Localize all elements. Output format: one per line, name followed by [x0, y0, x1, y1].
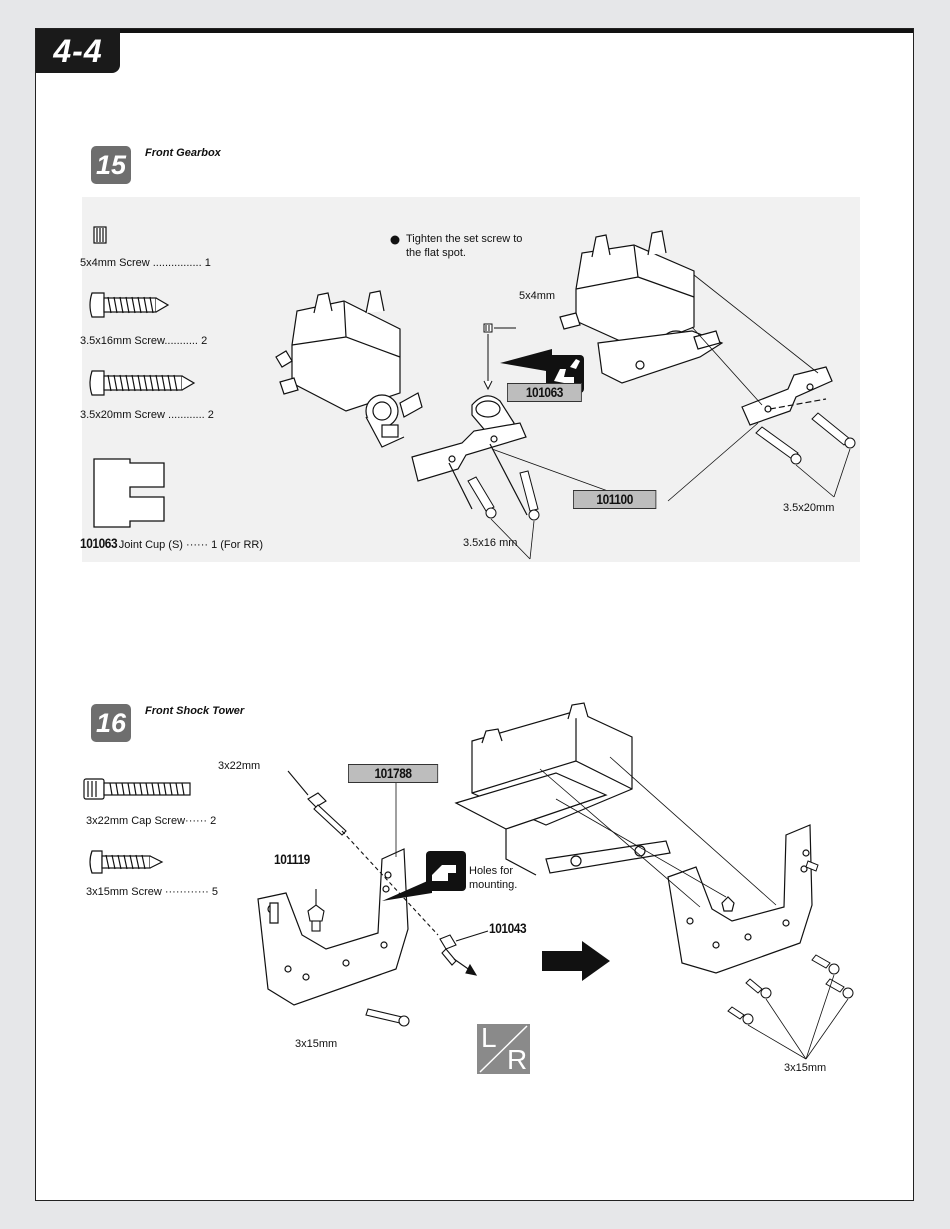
header-rule: [36, 29, 913, 33]
part-tag-101063: 101063: [507, 383, 582, 402]
screw-3x15-left-illustration: [365, 1008, 410, 1027]
direction-arrow-icon: [542, 941, 610, 981]
manual-page: 4-4 15 Front Gearbox: [35, 28, 914, 1201]
long-screw-size-label: 3.5x20mm: [783, 502, 835, 514]
short-screw-size-label: 3.5x16 mm: [463, 537, 518, 549]
step-16-badge: 16: [91, 704, 131, 742]
shock-tower-left-illustration: [257, 848, 409, 1006]
left-right-icon: L R: [477, 1022, 530, 1075]
screw-3.5x20-right-illustration: [755, 412, 856, 465]
note-bullet-icon: [390, 235, 400, 245]
left-screw-size-label: 3x15mm: [295, 1038, 338, 1050]
set-screw-small-icon: [483, 323, 516, 391]
gearbox-left-illustration: [275, 290, 423, 448]
set-screw-size-label: 5x4mm: [519, 290, 556, 302]
step-15-title: Front Gearbox: [145, 147, 221, 159]
joint-cup-label: 101063 Joint Cup (S) ······ 1 (For RR): [80, 535, 264, 551]
step-15-badge: 15: [91, 146, 131, 184]
right-screw-size-label: 3x15mm: [784, 1062, 827, 1074]
shock-tower-right-illustration: [667, 824, 813, 974]
part-tag-101043: 101043: [489, 920, 527, 936]
leader-lines-16: [395, 756, 849, 1060]
gearbox-right-illustration: [559, 230, 724, 384]
step-15-drawing: [89, 226, 856, 560]
joint-cup-icon: [93, 458, 165, 528]
lr-left-letter: L: [481, 1022, 497, 1053]
note-line-1: Tighten the set screw to: [406, 233, 523, 245]
screw-3x15-icon: [89, 850, 164, 874]
screw-3.5x16-left-illustration: [467, 470, 540, 521]
note-line-2: the flat spot.: [406, 247, 466, 259]
part-3.5x16-label: 3.5x16mm Screw........... 2: [80, 335, 208, 347]
screw-3.5x20-icon: [89, 370, 196, 396]
post-101119-illustration: [307, 889, 325, 932]
cap-screw-size-label: 3x22mm: [218, 760, 261, 772]
ball-end-101043-illustration: [439, 930, 489, 976]
step-16-drawing: [83, 702, 854, 1060]
step-15-panel: 5x4mm Screw ................ 1 3.5x16mm …: [80, 197, 860, 562]
lr-right-letter: R: [507, 1044, 528, 1075]
holes-note-line-1: Holes for: [469, 865, 514, 877]
part-3.5x20-label: 3.5x20mm Screw ............ 2: [80, 409, 214, 421]
cap-screw-icon: [83, 778, 191, 800]
part-tag-101119: 101119: [274, 851, 310, 867]
mount-plate-illustration: [411, 422, 528, 516]
chassis-right-illustration: [454, 702, 671, 876]
part-tag-101788: 101788: [348, 764, 439, 783]
holes-hint-icon: [382, 851, 466, 901]
cap-screw-illustration: [287, 770, 439, 936]
part-tag-101100: 101100: [573, 490, 657, 509]
holes-note-line-2: mounting.: [469, 879, 518, 891]
part-3x15-label: 3x15mm Screw ············ 5: [86, 886, 218, 898]
screws-3x15-right-illustration: [727, 860, 854, 1025]
mount-plate-right-illustration: [741, 366, 833, 426]
part-3x22-label: 3x22mm Cap Screw······ 2: [86, 815, 217, 827]
screw-3.5x16-icon: [89, 292, 170, 318]
page-number-tab: 4-4: [36, 29, 120, 73]
set-screw-icon: [93, 226, 107, 244]
step-16-title: Front Shock Tower: [145, 705, 245, 717]
leader-lines-15a: [490, 518, 535, 560]
part-5x4-label: 5x4mm Screw ................ 1: [80, 257, 211, 269]
